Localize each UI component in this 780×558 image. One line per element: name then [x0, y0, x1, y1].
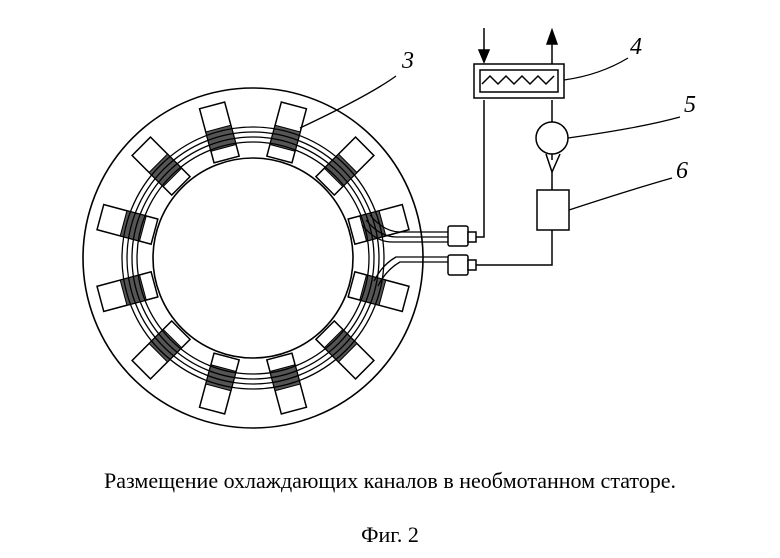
coil-block [267, 102, 307, 163]
label-heat-exchanger: 4 [630, 34, 642, 60]
connector-lower [448, 255, 476, 275]
connector-upper [448, 226, 476, 246]
label-channels: 3 [401, 48, 414, 74]
coolant-outlet-arrow [547, 30, 557, 64]
stator-cooling-diagram: 3 4 5 6 [0, 0, 780, 440]
coil-block [97, 205, 158, 245]
coil-block [200, 353, 240, 414]
stator-coils [97, 102, 409, 414]
pump [536, 122, 568, 172]
label-unit: 6 [676, 158, 688, 184]
heat-exchanger [474, 64, 564, 98]
figure-caption: Размещение охлаждающих каналов в необмот… [0, 468, 780, 494]
stator-outer-circle [83, 88, 423, 428]
figure-number: Фиг. 2 [0, 522, 780, 548]
coolant-inlet-arrow [479, 28, 489, 62]
coil-block [200, 102, 240, 163]
coolant-piping [476, 100, 552, 265]
label-pump: 5 [684, 92, 696, 118]
coil-block [267, 353, 307, 414]
stator-inner-circle [153, 158, 353, 358]
unit-6 [537, 190, 569, 230]
coil-block [97, 272, 158, 312]
coil-block [348, 272, 409, 312]
